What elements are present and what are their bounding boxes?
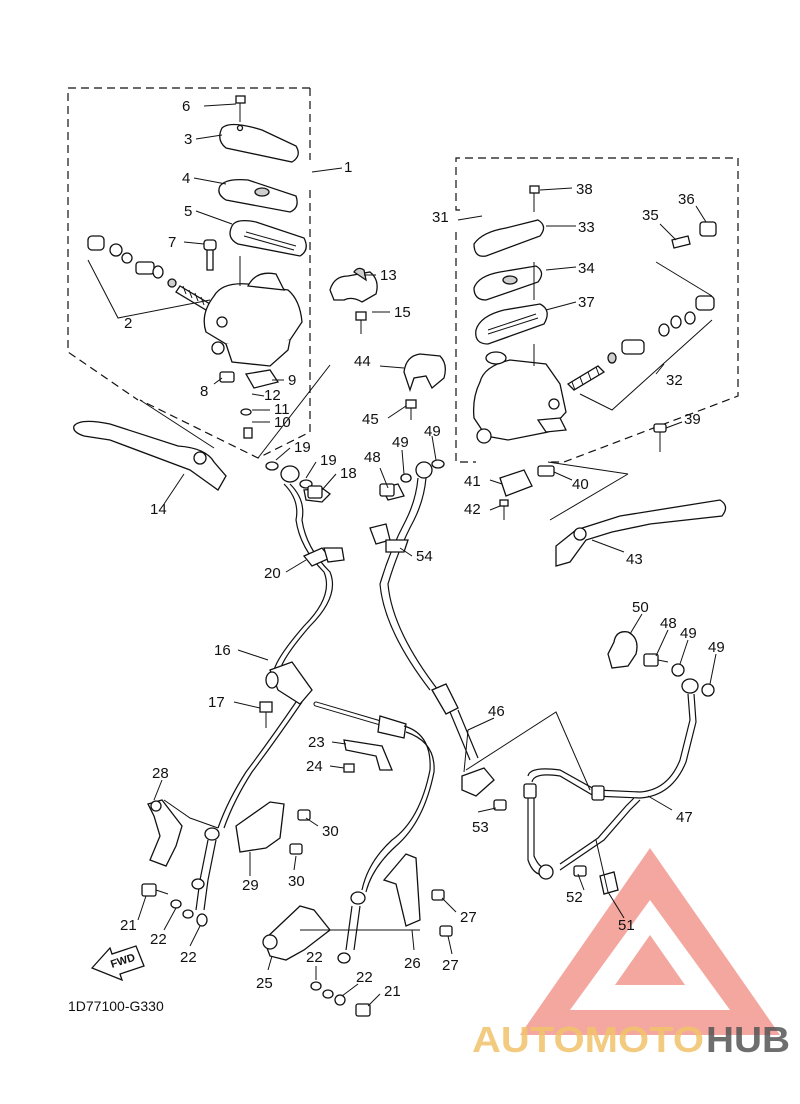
label-part-48b: 48 [660, 615, 677, 632]
label-part-27a: 27 [460, 909, 477, 926]
label-part-22c: 22 [306, 949, 323, 966]
label-part-8: 8 [200, 383, 208, 400]
label-part-44: 44 [354, 353, 371, 370]
label-part-22b: 22 [180, 949, 197, 966]
label-part-54: 54 [416, 548, 433, 565]
label-part-53: 53 [472, 819, 489, 836]
left-master-cylinder-group [67, 87, 378, 491]
label-part-34: 34 [578, 260, 595, 277]
label-part-31: 31 [432, 209, 449, 226]
watermark-logo [520, 848, 780, 1035]
reference-code: 1D77100-G330 [68, 998, 164, 1014]
label-part-50: 50 [632, 599, 649, 616]
label-part-49d: 49 [708, 639, 725, 656]
label-part-39: 39 [684, 411, 701, 428]
label-part-9: 9 [288, 372, 296, 389]
label-part-32: 32 [666, 372, 683, 389]
label-part-27b: 27 [442, 957, 459, 974]
label-part-15: 15 [394, 304, 411, 321]
label-part-5: 5 [184, 203, 192, 220]
label-part-42: 42 [464, 501, 481, 518]
label-part-29: 29 [242, 877, 259, 894]
leader-lines [137, 103, 717, 1007]
label-part-18: 18 [340, 465, 357, 482]
label-part-19a: 19 [294, 439, 311, 456]
label-part-35: 35 [642, 207, 659, 224]
label-part-12: 12 [264, 387, 281, 404]
label-part-49c: 49 [680, 625, 697, 642]
label-part-10: 10 [274, 414, 291, 431]
label-part-52: 52 [566, 889, 583, 906]
label-part-1: 1 [344, 159, 352, 176]
label-part-4: 4 [182, 170, 190, 187]
label-part-28: 28 [152, 765, 169, 782]
label-part-11: 11 [274, 401, 290, 418]
label-part-3: 3 [184, 131, 192, 148]
label-part-37: 37 [578, 294, 595, 311]
label-part-6: 6 [182, 98, 190, 115]
label-part-25: 25 [256, 975, 273, 992]
label-part-41: 41 [464, 473, 481, 490]
label-part-14: 14 [150, 501, 167, 518]
label-part-2: 2 [124, 315, 132, 332]
label-part-43: 43 [626, 551, 643, 568]
label-part-51: 51 [618, 917, 635, 934]
right-master-cylinder-group [403, 157, 739, 567]
label-part-23: 23 [308, 734, 325, 751]
label-part-19b: 19 [320, 452, 337, 469]
label-part-40: 40 [572, 476, 589, 493]
label-part-49a: 49 [392, 434, 409, 451]
watermark-brand-part2: HUB [706, 1019, 790, 1060]
label-part-47: 47 [676, 809, 693, 826]
hoses-group [141, 459, 715, 1017]
label-part-30b: 30 [288, 873, 305, 890]
label-part-7: 7 [168, 234, 176, 251]
label-part-17: 17 [208, 694, 225, 711]
label-part-21b: 21 [384, 983, 401, 1000]
label-part-22d: 22 [356, 969, 373, 986]
label-part-16: 16 [214, 642, 231, 659]
label-part-13: 13 [380, 267, 397, 284]
label-part-20: 20 [264, 565, 281, 582]
label-part-45: 45 [362, 411, 379, 428]
label-part-26: 26 [404, 955, 421, 972]
label-part-22a: 22 [150, 931, 167, 948]
label-part-21a: 21 [120, 917, 137, 934]
label-part-48a: 48 [364, 449, 381, 466]
watermark-text: AUTOMOTO HUB [472, 1019, 790, 1060]
watermark-brand-part1: AUTOMOTO [472, 1019, 704, 1060]
label-part-38: 38 [576, 181, 593, 198]
fwd-arrow: FWD [90, 945, 145, 982]
part-labels: 1 2 3 4 5 6 7 8 9 10 11 12 13 14 15 16 1… [120, 98, 725, 1000]
label-part-46: 46 [488, 703, 505, 720]
label-part-33: 33 [578, 219, 595, 236]
label-part-24: 24 [306, 758, 323, 775]
label-part-49b: 49 [424, 423, 441, 440]
label-part-30a: 30 [322, 823, 339, 840]
label-part-36: 36 [678, 191, 695, 208]
